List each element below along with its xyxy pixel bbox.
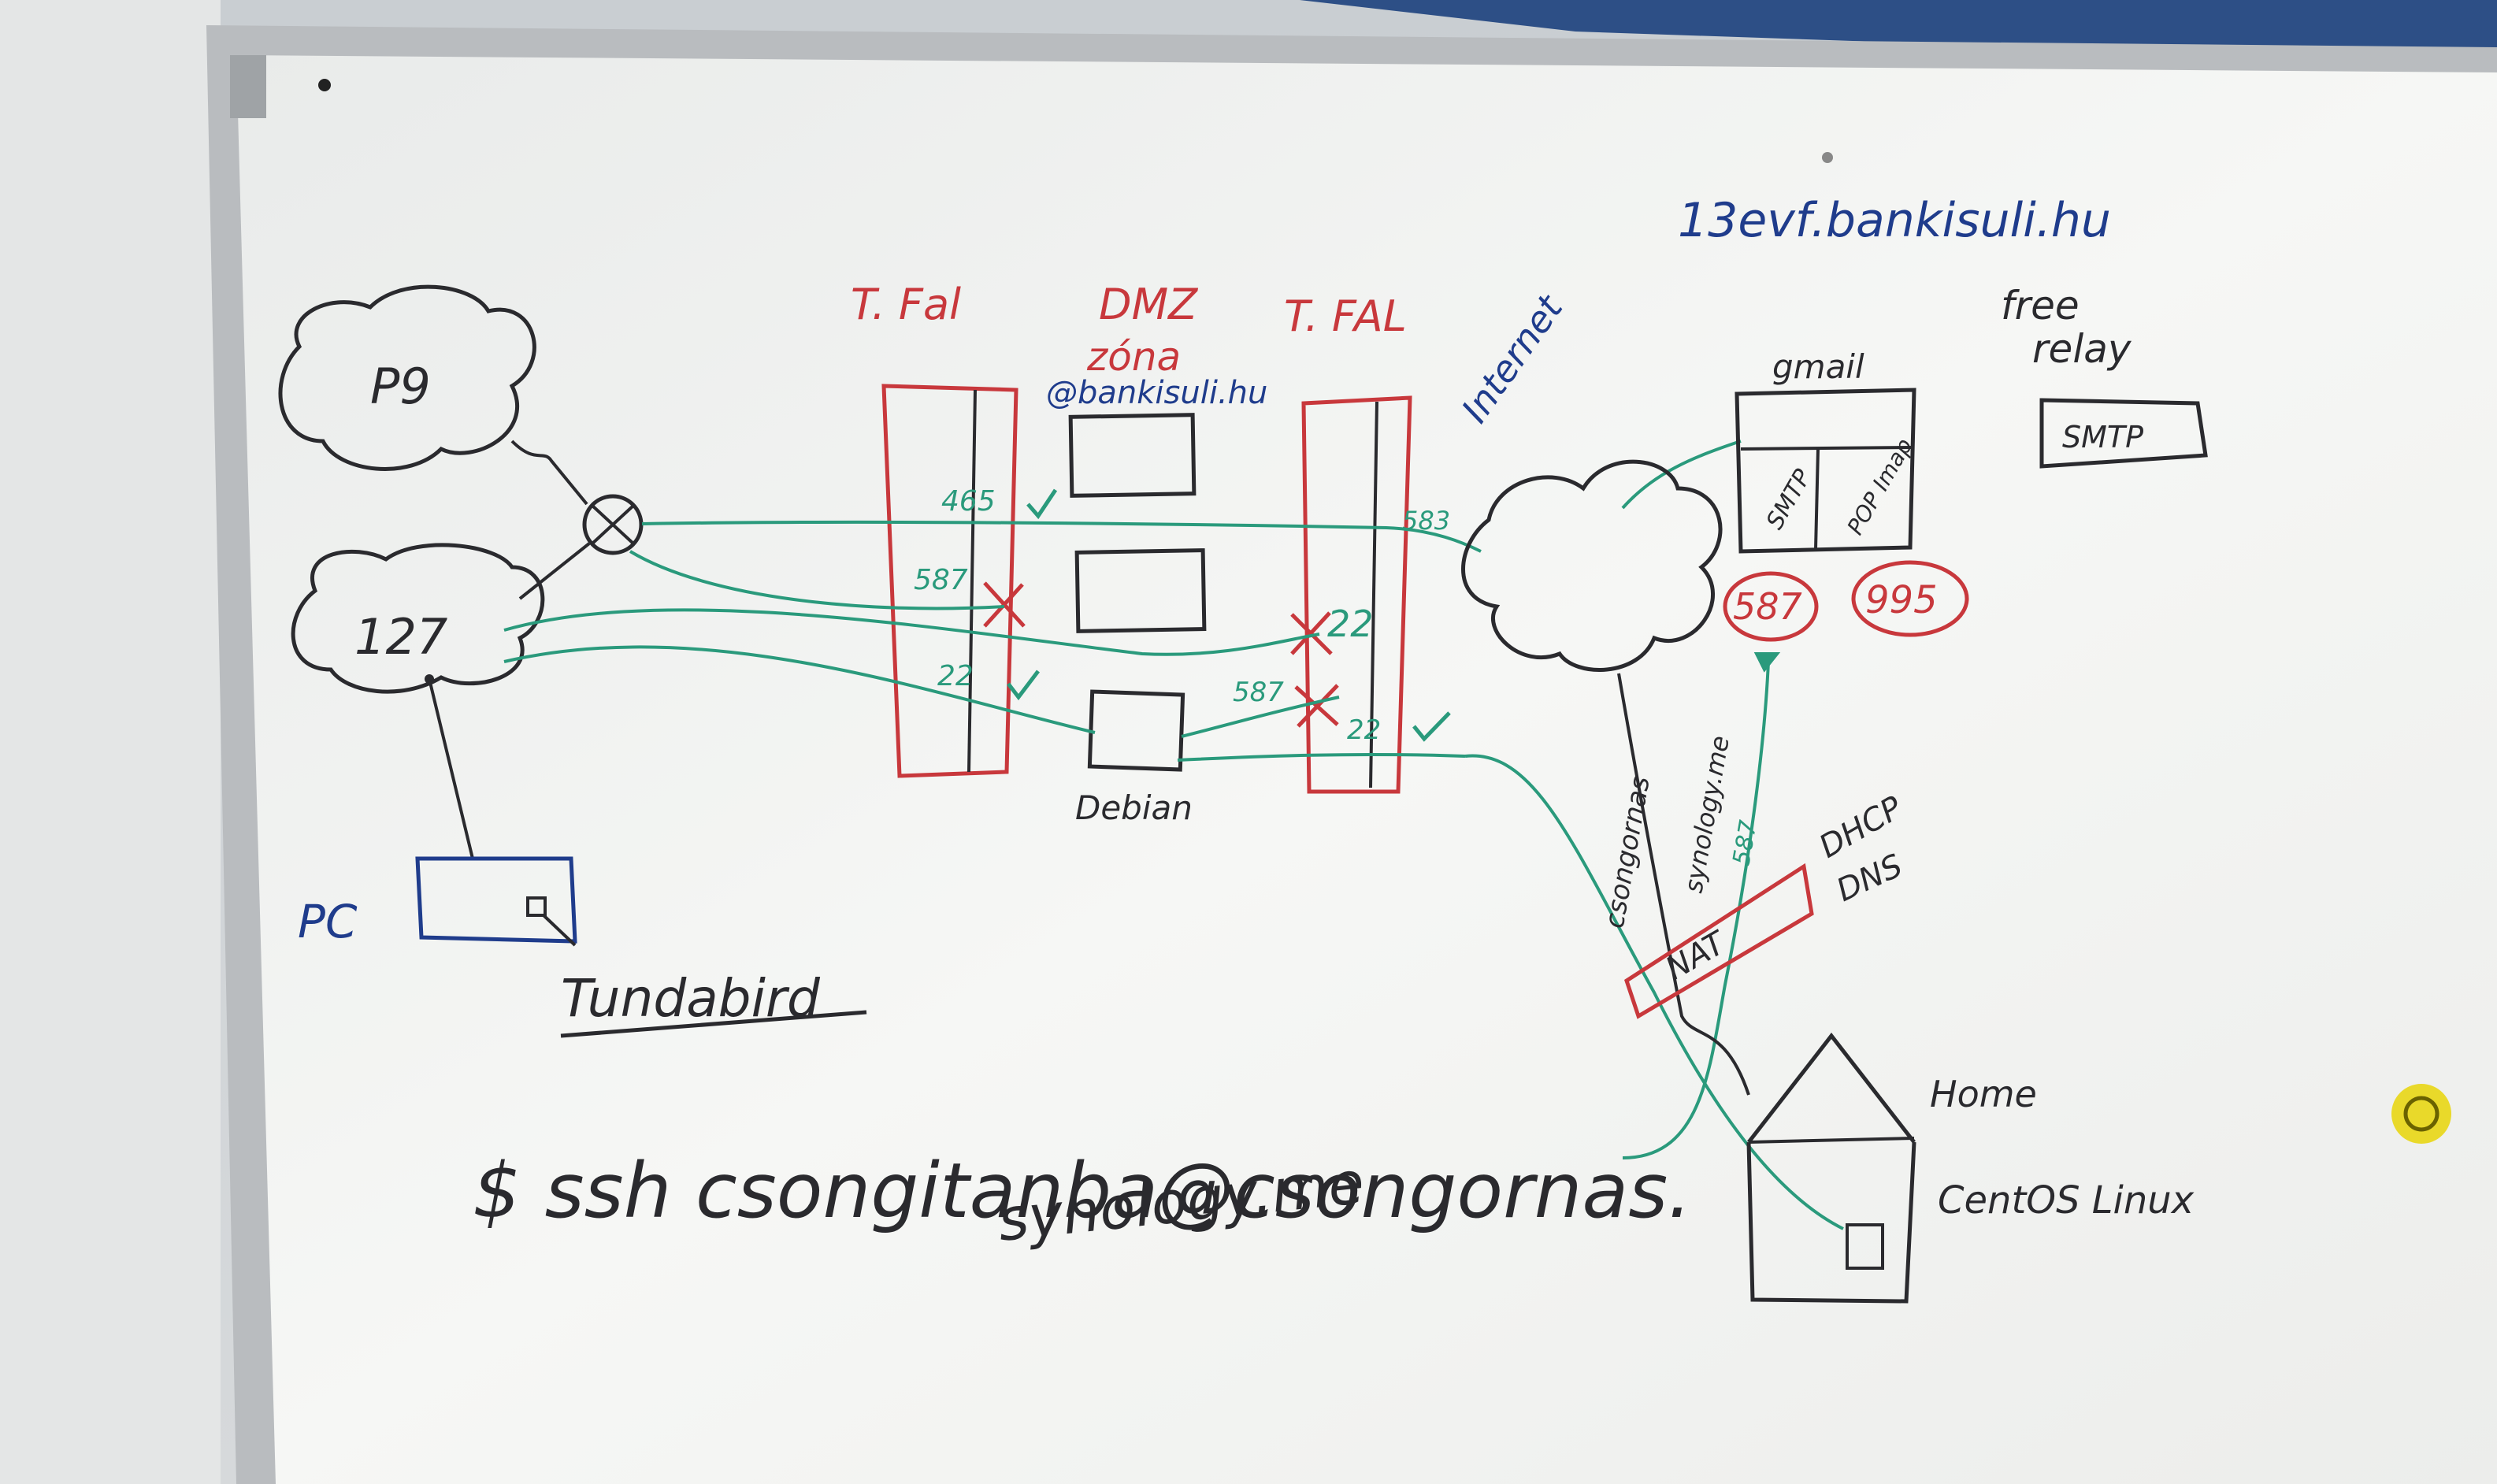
link-dot <box>425 674 434 684</box>
check-icon <box>1412 711 1451 742</box>
cross-icon <box>1294 684 1339 728</box>
debian-server <box>1087 689 1185 772</box>
thunderbird-underline <box>560 1010 867 1038</box>
left-wall <box>0 0 221 1484</box>
debian-label: Debian <box>1075 788 1193 827</box>
connection-lines <box>503 440 1844 1230</box>
home-label: Home <box>1930 1073 2037 1115</box>
firewall-right <box>1301 395 1412 794</box>
dmz-domain-label: @bankisuli.hu <box>1046 375 1267 411</box>
centos-label: CentOS Linux <box>1938 1178 2195 1222</box>
port-587-left-label: 587 <box>914 564 968 596</box>
board-clip <box>230 55 266 118</box>
home-house <box>1746 1032 1916 1304</box>
cloud-p9: P9 <box>278 284 536 471</box>
check-icon <box>1026 488 1058 520</box>
link-127-router <box>518 542 591 600</box>
dmz-server-2 <box>1074 548 1207 633</box>
pc-box <box>415 856 577 947</box>
link-p9-router <box>510 440 588 506</box>
firewall-right-divider <box>1369 401 1378 788</box>
firewall-left-divider <box>967 389 977 773</box>
port-22-left-label: 22 <box>937 660 974 692</box>
circle-995-label: 995 <box>1865 578 1938 622</box>
dmz-label: DMZ <box>1099 280 1198 329</box>
smtp-relay-box <box>2039 398 2208 469</box>
screw-dot <box>1822 152 1833 163</box>
port-995-circle <box>1851 560 1969 637</box>
whiteboard-surface <box>236 55 2497 1484</box>
firewall-left <box>881 384 1018 778</box>
gmail-label: gmail <box>1772 347 1864 386</box>
pc-label: PC <box>298 895 358 948</box>
port-22-right-b-label: 22 <box>1347 714 1381 746</box>
relay-label: relay <box>2032 326 2132 372</box>
gmail-server <box>1735 388 1916 554</box>
cloud-127-label: 127 <box>354 608 447 666</box>
port-587-circle <box>1723 571 1819 642</box>
yellow-magnet <box>2391 1084 2451 1144</box>
port-22-right-a-label: 22 <box>1327 603 1374 645</box>
tfal-right-label: T. FAL <box>1284 291 1407 341</box>
domain-top-label: 13evf.bankisuli.hu <box>1678 193 2111 248</box>
zona-label: zóna <box>1086 334 1181 380</box>
tfal-left-label: T. Fal <box>851 280 961 329</box>
nat-box <box>1624 863 1814 1019</box>
cloud-127: 127 <box>291 543 545 694</box>
port-465-label: 465 <box>941 485 996 518</box>
ddns-line <box>1617 673 1750 1096</box>
magnet-dot <box>318 79 331 91</box>
check-icon <box>1007 670 1040 701</box>
circle-587-label: 587 <box>1733 585 1802 628</box>
dmz-server-1 <box>1068 413 1197 498</box>
router-icon <box>582 494 644 555</box>
port-587-right-label: 587 <box>1233 677 1284 708</box>
free-label: free <box>2001 283 2080 328</box>
internet-cloud <box>1461 459 1723 672</box>
smtp-relay-label: SMTP <box>2062 420 2143 454</box>
link-127-pc <box>428 678 474 859</box>
ssh-command-line1: $ ssh csongitanba@csongornas. <box>473 1147 1692 1235</box>
ssh-command: $ ssh csongitanba@csongornas. synology.m… <box>473 1147 1692 1255</box>
cloud-p9-label: P9 <box>370 358 431 415</box>
